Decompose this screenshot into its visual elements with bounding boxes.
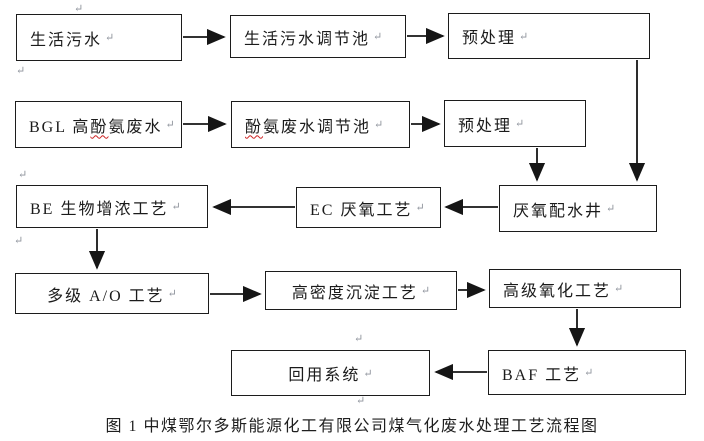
return-mark: ↵ (374, 119, 384, 131)
return-mark: ↵ (606, 203, 616, 215)
node-label: 多级 A/O 工艺 (47, 287, 165, 305)
paragraph-mark: ↵ (354, 333, 364, 345)
return-mark: ↵ (105, 32, 115, 44)
node-label: 回用系统 (288, 367, 361, 384)
node-label: 生活污水调节池 (244, 30, 371, 48)
node-bgl-high-phenol-ammonia-wastewater: BGL 高酚氨废水↵ (15, 101, 182, 148)
return-mark: ↵ (363, 367, 373, 380)
paragraph-mark: ↵ (356, 395, 366, 407)
node-label: EC 厌氧工艺 (310, 201, 413, 219)
node-label: 生活污水 (30, 31, 103, 49)
node-baf-process: BAF 工艺↵ (488, 350, 686, 395)
node-label: BE 生物增浓工艺 (30, 200, 169, 218)
node-label: 高密度沉淀工艺 (291, 284, 418, 302)
paragraph-mark: ↵ (18, 169, 28, 181)
node-label: BAF 工艺 (502, 366, 582, 384)
node-reuse-system: 回用系统↵ (231, 350, 430, 396)
node-be-biological-enrichment-process: BE 生物增浓工艺↵ (16, 185, 208, 228)
spellcheck-marked-text: 酚 (90, 118, 109, 136)
return-mark: ↵ (165, 119, 175, 131)
figure-caption: 图 1 中煤鄂尔多斯能源化工有限公司煤气化废水处理工艺流程图 (105, 418, 599, 435)
node-pretreatment-1: 预处理↵ (448, 13, 650, 59)
return-mark: ↵ (584, 367, 594, 379)
node-label: 高级氧化工艺 (503, 282, 612, 300)
return-mark: ↵ (373, 31, 383, 43)
node-anaerobic-water-distribution-well: 厌氧配水井↵ (499, 185, 657, 232)
paragraph-mark: ↵ (74, 3, 84, 15)
node-multistage-ao-process: 多级 A/O 工艺↵ (15, 273, 209, 314)
node-advanced-oxidation-process: 高级氧化工艺↵ (489, 269, 681, 308)
paragraph-mark: ↵ (16, 65, 26, 77)
node-domestic-sewage-regulating-tank: 生活污水调节池↵ (230, 15, 406, 58)
paragraph-mark: ↵ (14, 235, 24, 247)
node-label: BGL 高酚氨废水 (29, 118, 163, 136)
return-mark: ↵ (420, 285, 431, 297)
return-mark: ↵ (415, 202, 425, 214)
node-ec-anaerobic-process: EC 厌氧工艺↵ (296, 187, 441, 228)
return-mark: ↵ (171, 201, 181, 213)
return-mark: ↵ (519, 30, 529, 43)
node-label: 预处理 (462, 30, 517, 47)
node-label: 预处理 (458, 117, 513, 135)
return-mark: ↵ (167, 288, 177, 300)
spellcheck-marked-text: 酚 (245, 118, 264, 136)
node-pretreatment-2: 预处理↵ (444, 100, 586, 147)
node-label: 厌氧配水井 (513, 202, 604, 220)
node-domestic-sewage: 生活污水↵ (16, 14, 182, 61)
node-high-density-sedimentation-process: 高密度沉淀工艺↵ (265, 271, 457, 310)
node-phenol-ammonia-wastewater-regulating-tank: 酚氨废水调节池↵ (231, 101, 410, 148)
return-mark: ↵ (515, 118, 525, 130)
node-label: 酚氨废水调节池 (245, 118, 372, 136)
return-mark: ↵ (614, 283, 624, 295)
